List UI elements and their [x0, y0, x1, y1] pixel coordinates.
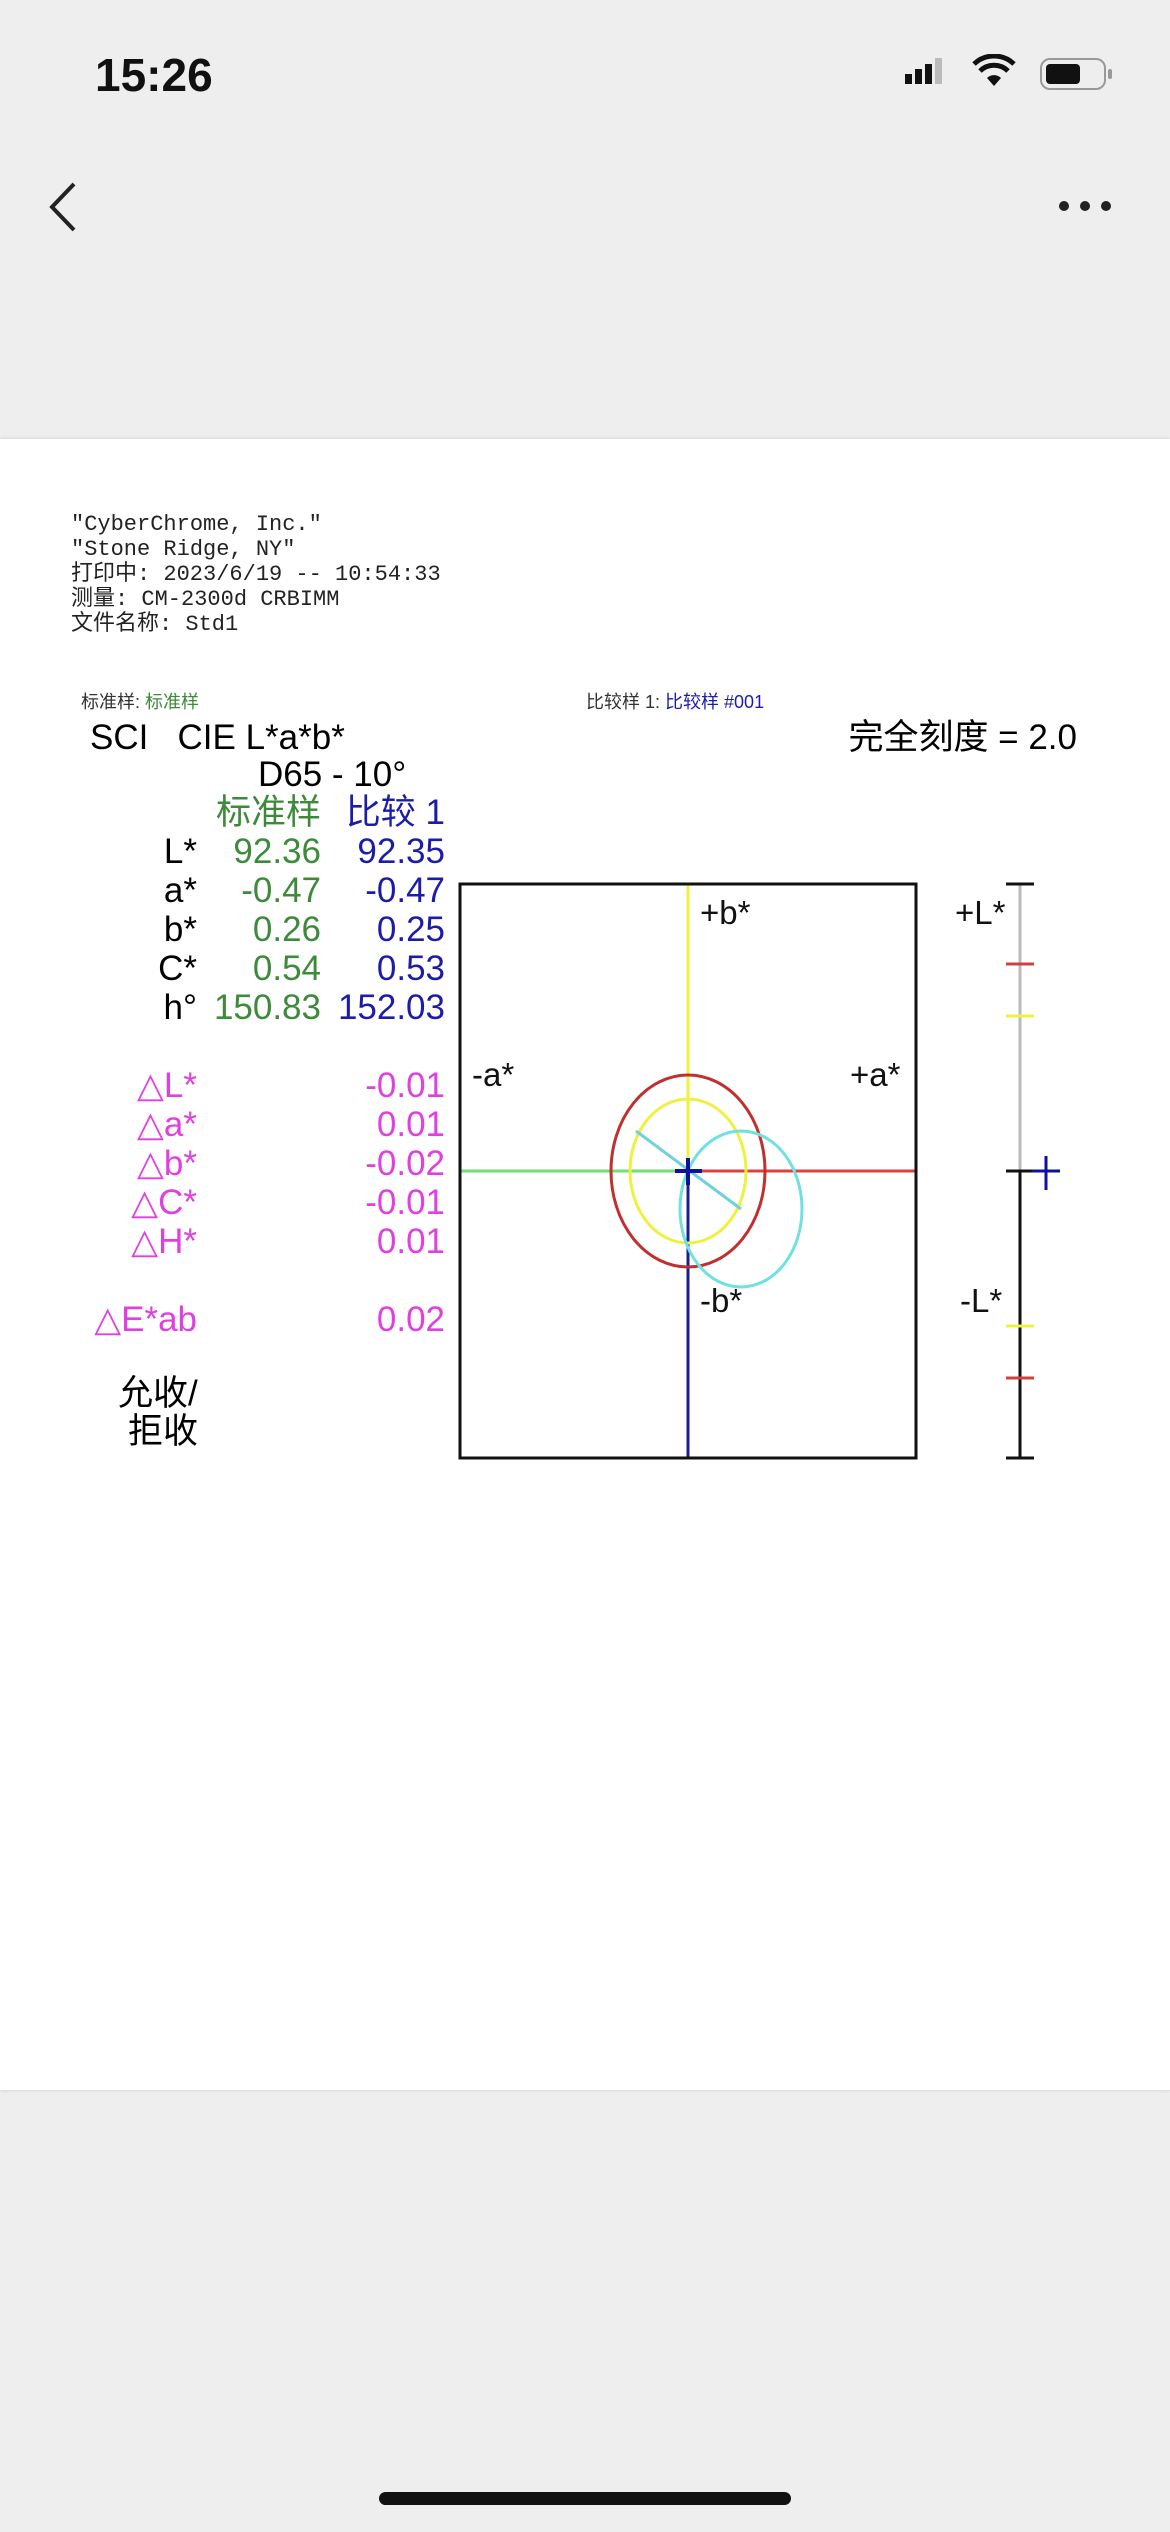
ellipsis-icon: [1059, 201, 1111, 211]
standard-value: 0.26: [252, 910, 321, 949]
delta-value: -0.02: [365, 1144, 445, 1183]
measurement-mode: SCI CIE L*a*b*: [90, 718, 345, 757]
delta-value: -0.01: [365, 1066, 445, 1105]
comparison-value: 152.03: [337, 988, 445, 1027]
delta-label: △b*: [136, 1144, 197, 1183]
file-name: 文件名称: Std1: [71, 612, 239, 637]
standard-name: 标准样: [145, 692, 200, 712]
report-page: [0, 439, 1170, 2090]
delta-label: △L*: [136, 1066, 197, 1105]
delta-value: 0.01: [376, 1222, 445, 1261]
comparison-label-text: 比较样 1:: [586, 692, 661, 712]
minus-l-label: -L*: [960, 1282, 1002, 1319]
pass-fail-label: 允收/ 拒收: [118, 1375, 198, 1451]
row-label: C*: [158, 949, 197, 988]
ab-plot-frame: [458, 882, 918, 1460]
comparison-value: 92.35: [357, 832, 445, 871]
row-label: a*: [163, 871, 197, 910]
comparison-value: -0.47: [365, 871, 445, 910]
more-button[interactable]: [1058, 198, 1116, 219]
wifi-icon: [972, 53, 1016, 93]
illuminant: D65 - 10°: [258, 755, 407, 794]
chevron-left-icon: [49, 182, 76, 232]
plus-a-label: +a*: [850, 1056, 901, 1093]
delta-label: △a*: [136, 1105, 197, 1144]
comparison-value: 0.53: [376, 949, 445, 988]
standard-value: 92.36: [233, 832, 321, 871]
row-label: b*: [163, 910, 197, 949]
delta-label: △C*: [131, 1183, 197, 1222]
full-scale: 完全刻度 = 2.0: [848, 718, 1077, 757]
location: "Stone Ridge, NY": [71, 537, 296, 562]
tolerance-ellipse-red: [609, 1073, 767, 1269]
comparison-label: 比较样 1: 比较样 #001: [586, 688, 764, 714]
standard-label-text: 标准样:: [81, 692, 141, 712]
standard-value: -0.47: [241, 871, 321, 910]
standard-value: 150.83: [213, 988, 321, 1027]
delta-label: △H*: [131, 1222, 197, 1261]
row-label: h°: [163, 988, 197, 1027]
fail-label: 拒收: [128, 1412, 199, 1451]
instrument: 测量: CM-2300d CRBIMM: [71, 587, 340, 612]
tolerance-ellipse-yellow: [628, 1097, 748, 1245]
standard-label: 标准样: 标准样: [81, 688, 199, 714]
minus-a-label: -a*: [472, 1056, 514, 1093]
status-time: 15:26: [95, 49, 213, 101]
column-standard: 标准样: [215, 793, 321, 832]
company-name: "CyberChrome, Inc.": [71, 512, 322, 537]
minus-b-label: -b*: [700, 1282, 742, 1319]
comparison-value: 0.25: [376, 910, 445, 949]
pass-label: 允收/: [118, 1374, 198, 1413]
home-indicator: [379, 2492, 791, 2505]
delta-e-label: △E*ab: [94, 1300, 197, 1339]
plus-l-label: +L*: [955, 894, 1006, 931]
comparison-name: 比较样 #001: [665, 692, 765, 712]
report-header: "CyberChrome, Inc." "Stone Ridge, NY" 打印…: [71, 512, 441, 637]
standard-value: 0.54: [252, 949, 321, 988]
sample-ellipse: [678, 1129, 804, 1289]
back-button[interactable]: [44, 180, 84, 239]
column-comparison: 比较 1: [345, 793, 445, 832]
plus-b-label: +b*: [700, 894, 751, 931]
signal-icon: [905, 58, 955, 86]
delta-e-value: 0.02: [376, 1300, 445, 1339]
print-time: 打印中: 2023/6/19 -- 10:54:33: [71, 562, 441, 587]
delta-value: 0.01: [376, 1105, 445, 1144]
delta-value: -0.01: [365, 1183, 445, 1222]
row-label: L*: [163, 832, 197, 871]
battery-icon: [1040, 58, 1114, 95]
